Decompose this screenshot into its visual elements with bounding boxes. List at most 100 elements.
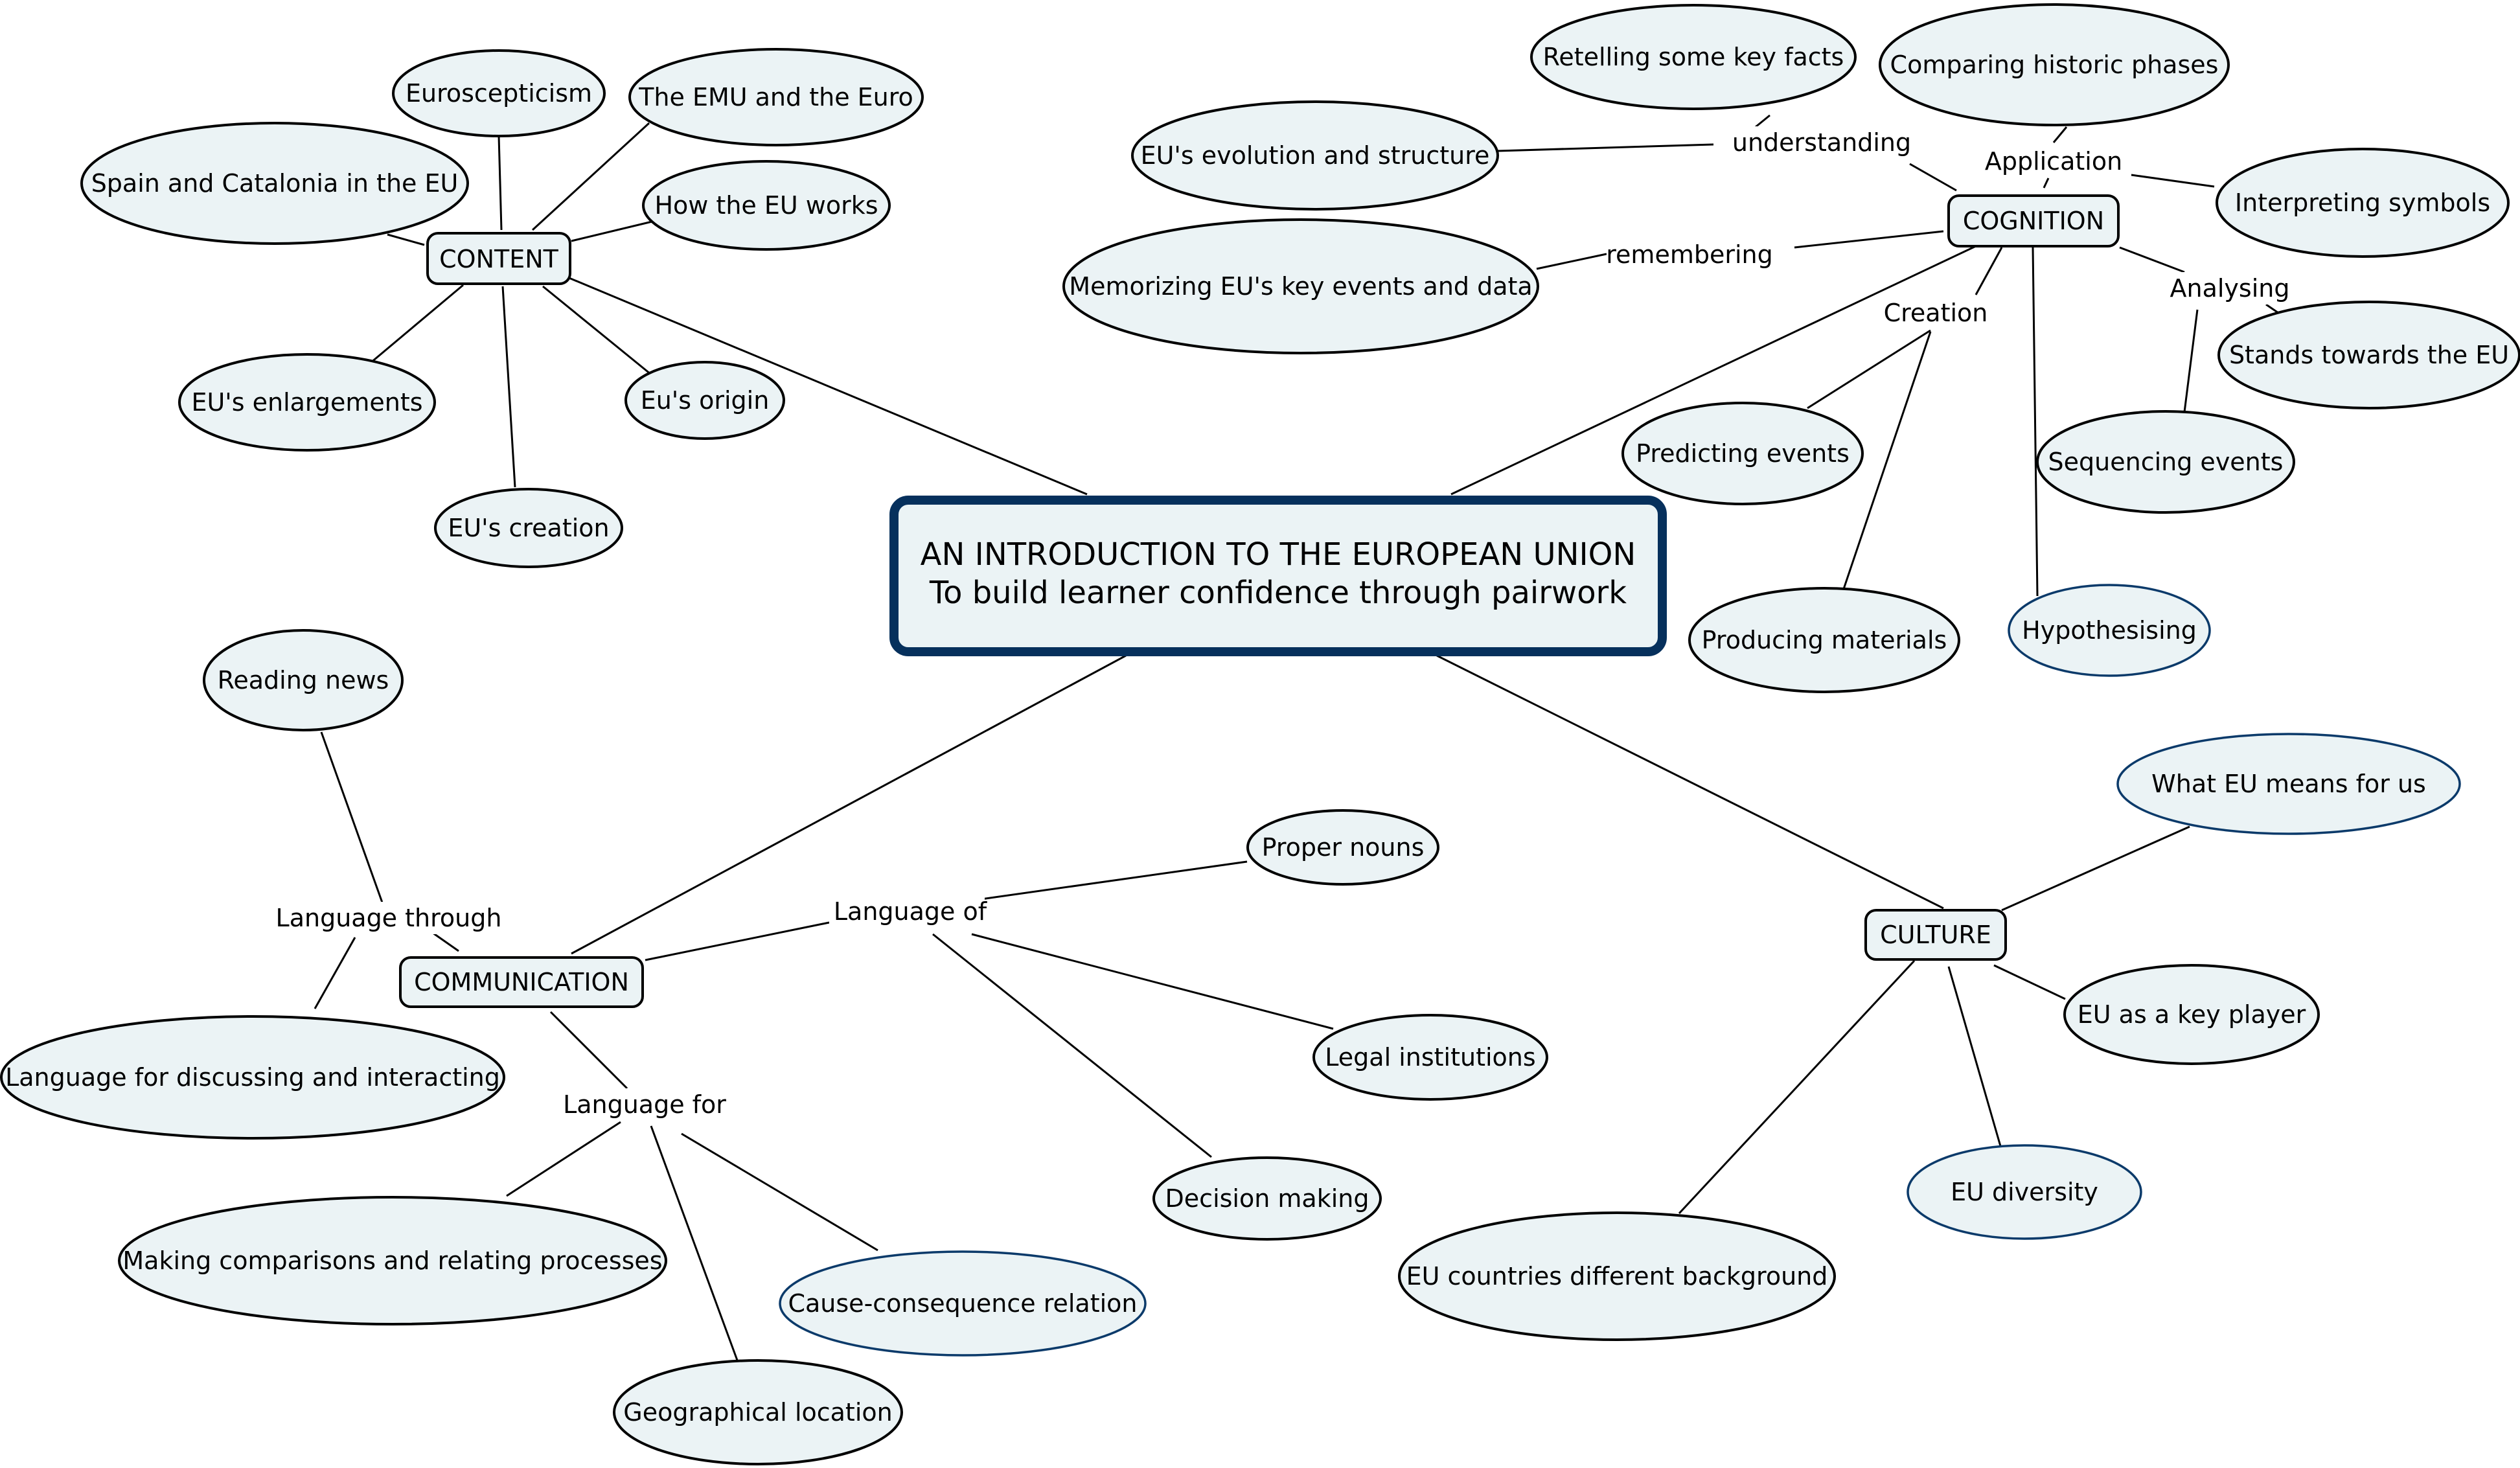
concept-producing[interactable]: Producing materials [1688,587,1960,693]
concept-label: Reading news [218,666,389,694]
concept-label: Making comparisons and relating processe… [122,1246,662,1275]
concept-label: Sequencing events [2048,448,2284,476]
line-content-creation [501,286,516,488]
line-cognition-application [2043,178,2050,189]
line-creation-producing [1842,331,1932,591]
concept-spain-catalonia[interactable]: Spain and Catalonia in the EU [80,122,469,245]
line-content-euroscepticism [498,135,503,231]
concept-label: Euroscepticism [406,79,592,108]
link-label-language-for: Language for [563,1090,726,1119]
concept-enlargements[interactable]: EU's enlargements [178,353,436,452]
concept-label: Language for discussing and interacting [5,1063,500,1092]
line-of-proper [971,860,1248,902]
concept-label: The EMU and the Euro [638,83,913,111]
line-cognition-hypothesising [2032,247,2039,597]
concept-evolution[interactable]: EU's evolution and structure [1131,100,1499,211]
line-application-comparing [2052,126,2068,143]
line-communication-for [549,1011,628,1090]
branch-node-cognition[interactable]: COGNITION [1947,194,2120,247]
link-label-creation: Creation [1884,299,1988,327]
concept-label: How the EU works [654,191,878,220]
concept-label: Retelling some key facts [1543,43,1844,71]
branch-node-content[interactable]: CONTENT [426,232,571,285]
concept-label: Hypothesising [2022,616,2197,645]
line-culture-background [1678,959,1916,1215]
link-label-application: Application [1985,147,2122,176]
concept-label: Geographical location [623,1398,892,1427]
concept-memorizing[interactable]: Memorizing EU's key events and data [1062,218,1539,354]
concept-emu-euro[interactable]: The EMU and the Euro [628,48,924,146]
concept-creation[interactable]: EU's creation [434,488,623,568]
line-through-reading [320,731,384,903]
line-creation-predicting [1807,329,1931,409]
concept-label: Comparing historic phases [1890,51,2219,79]
concept-label: Stands towards the EU [2229,341,2509,369]
concept-label: EU diversity [1951,1178,2098,1206]
concept-interpreting[interactable]: Interpreting symbols [2216,148,2510,258]
concept-diversity[interactable]: EU diversity [1907,1144,2142,1240]
concept-label: Predicting events [1636,439,1850,468]
line-central-communication [571,654,1127,955]
line-for-geographical [650,1125,740,1364]
line-of-decision [932,933,1212,1158]
line-for-comparisons [506,1121,621,1197]
concept-proper-nouns[interactable]: Proper nouns [1246,809,1439,886]
line-central-culture [1436,654,1944,910]
concept-key-player[interactable]: EU as a key player [2063,964,2320,1065]
line-application-interpreting [2131,174,2215,188]
concept-geographical[interactable]: Geographical location [613,1359,903,1465]
central-subtitle: To build learner confidence through pair… [929,575,1627,611]
concept-label: Spain and Catalonia in the EU [91,169,459,198]
line-culture-keyplayer [1993,964,2066,1000]
line-content-emu [531,122,650,231]
concept-predicting[interactable]: Predicting events [1621,402,1864,505]
line-culture-whateu [2001,825,2190,912]
branch-label-cognition: COGNITION [1963,207,2104,235]
concept-stands[interactable]: Stands towards the EU [2217,301,2520,409]
concept-cause-consequence[interactable]: Cause-consequence relation [779,1250,1147,1357]
concept-legal-institutions[interactable]: Legal institutions [1312,1014,1548,1101]
concept-origin[interactable]: Eu's origin [624,361,785,440]
concept-decision-making[interactable]: Decision making [1152,1156,1382,1241]
line-content-origin [542,285,655,378]
concept-label: What EU means for us [2151,770,2426,798]
central-node[interactable]: AN INTRODUCTION TO THE EUROPEAN UNION To… [889,496,1667,656]
line-content-spain [387,233,425,246]
line-remembering-memorizing [1536,253,1607,270]
concept-retelling[interactable]: Retelling some key facts [1530,4,1857,110]
concept-reading-news[interactable]: Reading news [203,629,404,731]
line-cognition-understanding [1909,163,1957,192]
concept-hypothesising[interactable]: Hypothesising [2008,584,2211,677]
concept-discussing[interactable]: Language for discussing and interacting [0,1015,505,1140]
branch-node-communication[interactable]: COMMUNICATION [399,956,644,1008]
concept-label: EU as a key player [2078,1000,2306,1029]
line-central-content [567,276,1088,496]
branch-label-culture: CULTURE [1880,921,1991,949]
concept-label: Memorizing EU's key events and data [1069,272,1532,301]
line-cognition-creation [1975,247,2003,295]
line-cognition-analysing [2119,246,2185,273]
line-analysing-sequencing [2183,309,2199,413]
link-label-understanding: understanding [1732,128,1911,157]
concept-label: Cause-consequence relation [788,1289,1137,1318]
concept-countries-background[interactable]: EU countries different background [1398,1211,1836,1341]
concept-label: Decision making [1165,1184,1369,1213]
line-central-cognition [1450,245,1976,496]
branch-node-culture[interactable]: CULTURE [1864,909,2007,961]
concept-comparing[interactable]: Comparing historic phases [1879,3,2230,126]
concept-what-eu-means[interactable]: What EU means for us [2116,733,2461,835]
branch-label-content: CONTENT [439,245,559,273]
line-communication-of [645,921,830,961]
connector-lines [314,114,2281,1364]
concept-how-eu-works[interactable]: How the EU works [642,160,891,251]
concept-label: EU's creation [448,514,609,542]
concept-comparisons[interactable]: Making comparisons and relating processe… [118,1196,667,1325]
line-understanding-evolution [1497,143,1714,152]
concept-label: Proper nouns [1262,833,1425,862]
concept-euroscepticism[interactable]: Euroscepticism [392,49,606,137]
concept-sequencing[interactable]: Sequencing events [2036,410,2295,514]
central-title: AN INTRODUCTION TO THE EUROPEAN UNION [921,536,1636,573]
concept-label: Producing materials [1702,626,1947,654]
line-for-cause [681,1132,878,1252]
line-cognition-remembering [1794,230,1944,249]
